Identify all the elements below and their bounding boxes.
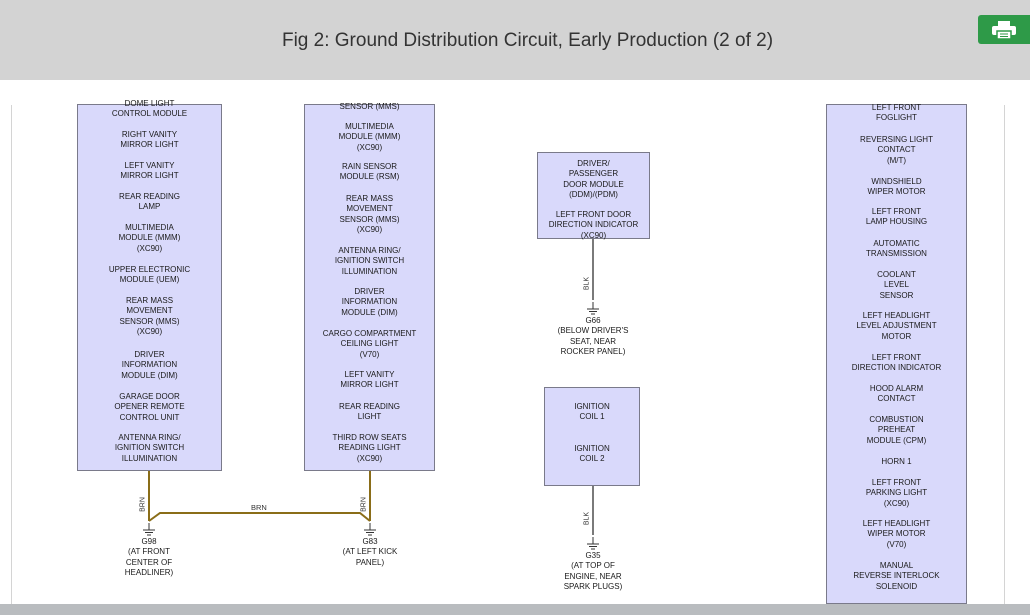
component-label: LEFT VANITY MIRROR LIGHT (340, 370, 399, 390)
component-label: REAR MASS MOVEMENT SENSOR (MMS) (XC90) (119, 296, 180, 337)
ground-icon (364, 523, 376, 536)
component-label: SENSOR (MMS) (339, 102, 400, 111)
figure-title: Fig 2: Ground Distribution Circuit, Earl… (281, 30, 774, 51)
component-label: HOOD ALARM CONTACT (869, 384, 924, 404)
ground-icon (587, 537, 599, 550)
brn-wire-junction (148, 512, 371, 522)
component-label: MANUAL REVERSE INTERLOCK SOLENOID (853, 561, 940, 591)
component-label: HORN 1 (881, 457, 912, 466)
component-box-2: SENSOR (MMS) MULTIMEDIA MODULE (MMM) (XC… (304, 102, 435, 471)
component-label: DRIVER INFORMATION MODULE (DIM) (341, 287, 398, 317)
component-label: COMBUSTION PREHEAT MODULE (CPM) (866, 415, 927, 445)
component-label: ANTENNA RING/ IGNITION SWITCH ILLUMINATI… (334, 246, 405, 276)
component-label: RIGHT VANITY MIRROR LIGHT (120, 130, 179, 150)
component-label: AUTOMATIC TRANSMISSION (866, 239, 927, 259)
component-label: LEFT VANITY MIRROR LIGHT (120, 161, 179, 181)
divider-right (1004, 105, 1005, 604)
print-button[interactable] (978, 15, 1030, 44)
component-label: WINDSHIELD WIPER MOTOR (867, 177, 926, 197)
component-label: IGNITION COIL 1 (574, 402, 610, 422)
printer-icon (992, 21, 1016, 39)
component-box-5: LEFT FRONT FOGLIGHT REVERSING LIGHT CONT… (826, 103, 967, 604)
wire-color-label: BLK (583, 276, 591, 291)
component-label: LEFT FRONT DIRECTION INDICATOR (851, 353, 942, 373)
component-label: LEFT FRONT FOGLIGHT (871, 103, 922, 123)
ground-icon (143, 523, 155, 536)
component-label: REAR READING LIGHT (339, 402, 400, 422)
component-label: ANTENNA RING/ IGNITION SWITCH ILLUMINATI… (114, 433, 185, 463)
component-label: LEFT HEADLIGHT LEVEL ADJUSTMENT MOTOR (856, 311, 937, 341)
component-label: REAR MASS MOVEMENT SENSOR (MMS) (XC90) (339, 194, 400, 235)
wire-color-label: BRN (360, 497, 368, 512)
component-box-3: DRIVER/ PASSENGER DOOR MODULE (DDM)/(PDM… (537, 152, 650, 240)
component-label: IGNITION COIL 2 (574, 444, 610, 464)
bottom-scroll-strip (0, 604, 1030, 615)
component-box-4: IGNITION COIL 1 IGNITION COIL 2 (544, 387, 640, 486)
component-label: REAR READING LAMP (119, 192, 180, 212)
component-label: MULTIMEDIA MODULE (MMM) (XC90) (118, 223, 181, 253)
component-label: LEFT HEADLIGHT WIPER MOTOR (V70) (862, 519, 931, 549)
component-label: REVERSING LIGHT CONTACT (M/T) (860, 135, 933, 165)
header-bar: Fig 2: Ground Distribution Circuit, Earl… (0, 0, 1030, 80)
component-label: DRIVER/ PASSENGER DOOR MODULE (DDM)/(PDM… (563, 159, 624, 200)
component-label: MULTIMEDIA MODULE (MMM) (XC90) (338, 122, 401, 152)
component-label: CARGO COMPARTMENT CEILING LIGHT (V70) (322, 329, 417, 359)
ground-label-g83: G83 (AT LEFT KICK PANEL) (342, 537, 398, 567)
component-label: THIRD ROW SEATS READING LIGHT (XC90) (332, 433, 407, 463)
wire-color-label: BRN (139, 497, 147, 512)
component-box-1: DOME LIGHT CONTROL MODULE RIGHT VANITY M… (77, 99, 222, 471)
component-label: LEFT FRONT PARKING LIGHT (XC90) (865, 478, 928, 508)
component-label: GARAGE DOOR OPENER REMOTE CONTROL UNIT (114, 392, 185, 422)
component-label: COOLANT LEVEL SENSOR (877, 270, 916, 300)
wire-color-label: BLK (583, 511, 591, 526)
wire-color-label: BRN (251, 503, 267, 512)
component-label: DOME LIGHT CONTROL MODULE (111, 99, 188, 119)
component-label: LEFT FRONT DOOR DIRECTION INDICATOR (XC9… (548, 210, 639, 240)
component-label: RAIN SENSOR MODULE (RSM) (339, 162, 400, 182)
ground-label-g35: G35 (AT TOP OF ENGINE, NEAR SPARK PLUGS) (563, 551, 623, 592)
component-label: UPPER ELECTRONIC MODULE (UEM) (108, 265, 191, 285)
component-label: DRIVER INFORMATION MODULE (DIM) (121, 350, 178, 380)
divider-left (11, 105, 12, 604)
component-label: LEFT FRONT LAMP HOUSING (865, 207, 928, 227)
ground-label-g66: G66 (BELOW DRIVER'S SEAT, NEAR ROCKER PA… (557, 316, 629, 357)
ground-icon (587, 302, 599, 315)
ground-label-g98: G98 (AT FRONT CENTER OF HEADLINER) (124, 537, 174, 578)
wiring-diagram: DOME LIGHT CONTROL MODULE RIGHT VANITY M… (0, 80, 1030, 604)
wire-layer (143, 239, 599, 550)
